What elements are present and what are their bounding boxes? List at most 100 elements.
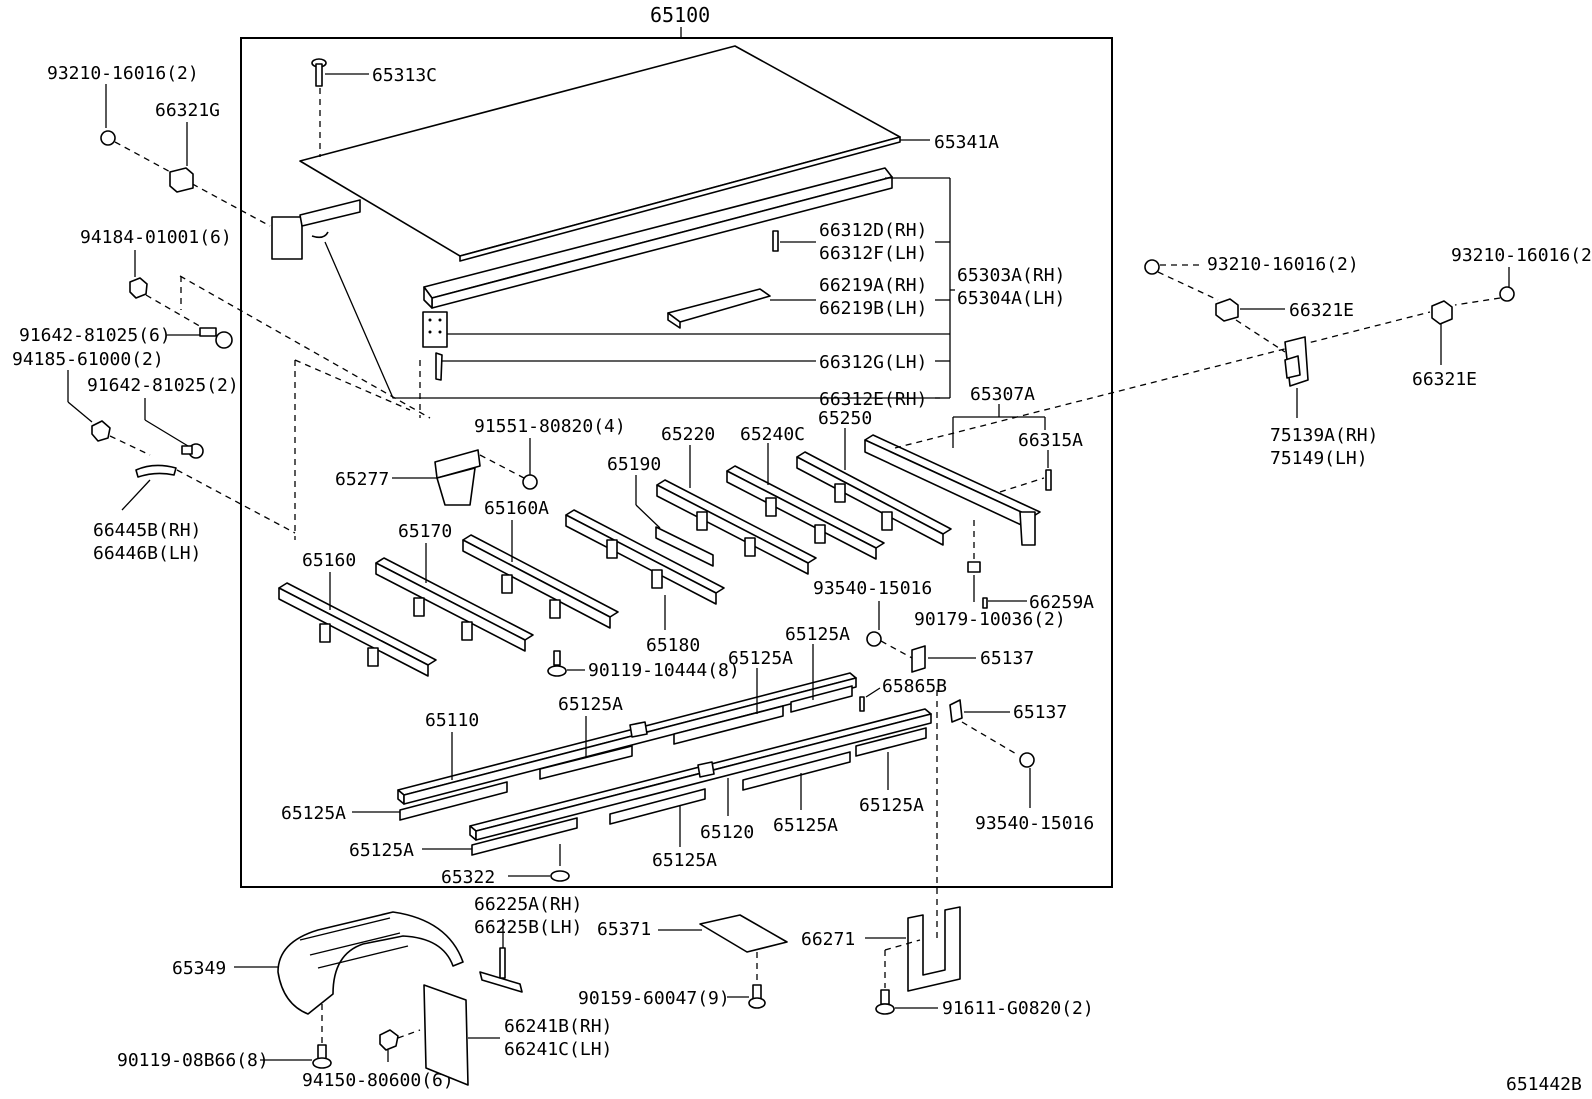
nut-94150	[379, 1029, 421, 1062]
block-66321E-a	[1215, 298, 1286, 353]
bar-65190	[635, 475, 714, 567]
crossmember-65160A	[462, 520, 619, 629]
label-93540-b: 93540-15016	[975, 813, 1094, 834]
label-66259A: 66259A	[1029, 592, 1094, 613]
label-66241B: 66241B(RH)	[504, 1016, 612, 1037]
label-65160: 65160	[302, 550, 356, 571]
label-66312G: 66312G(LH)	[819, 352, 927, 373]
mudguard-65349	[234, 911, 464, 1045]
label-75139A: 75139A(RH)	[1270, 425, 1378, 446]
label-65125A-6: 65125A	[773, 815, 838, 836]
label-93210-b: 93210-16016(2)	[1207, 254, 1359, 275]
crossmember-65220	[656, 445, 817, 575]
label-65277: 65277	[335, 469, 389, 490]
label-66271: 66271	[801, 929, 855, 950]
pin-66312D	[772, 230, 950, 252]
label-65120: 65120	[700, 822, 754, 843]
corner-bracket-left	[271, 199, 950, 399]
bolt-90119-a	[547, 650, 585, 677]
bracket-65137-b	[949, 699, 1019, 756]
pin-66259A	[982, 597, 1027, 609]
label-65349: 65349	[172, 958, 226, 979]
spacer-65125A-5	[422, 817, 578, 856]
crossmember-65250	[796, 428, 952, 546]
label-90119-b: 90119-08B66(8)	[117, 1050, 269, 1071]
bracket-66225A	[479, 919, 523, 993]
label-66321E-b: 66321E	[1412, 369, 1477, 390]
bracket-66271	[865, 906, 961, 992]
label-65190: 65190	[607, 454, 661, 475]
plate-65371	[658, 914, 788, 985]
label-66219A: 66219A(RH)	[819, 275, 927, 296]
label-66219B: 66219B(LH)	[819, 298, 927, 319]
diagram-id: 651442B	[1506, 1074, 1582, 1095]
label-65160A: 65160A	[484, 498, 549, 519]
label-65371: 65371	[597, 919, 651, 940]
label-65125A-7: 65125A	[859, 795, 924, 816]
bolt-93210-c	[1454, 267, 1515, 306]
label-91642-b: 91642-81025(2)	[87, 375, 239, 396]
bolt-90119-b	[260, 1044, 332, 1069]
assembly-frame	[240, 37, 1113, 888]
label-93210-a: 93210-16016(2)	[47, 63, 199, 84]
spacer-65125A-4	[790, 644, 853, 713]
spacer-65125A-6	[609, 788, 706, 847]
label-93540-a: 93540-15016	[813, 578, 932, 599]
label-65100: 65100	[650, 3, 710, 27]
label-65125A-5: 65125A	[349, 840, 414, 861]
label-66312D: 66312D(RH)	[819, 220, 927, 241]
clamp-66445B	[121, 464, 296, 534]
bolt-91551	[479, 454, 538, 490]
label-65125A-3: 65125A	[558, 694, 623, 715]
label-65304A: 65304A(LH)	[957, 288, 1065, 309]
hinge-75139A	[1284, 336, 1309, 418]
label-65220: 65220	[661, 424, 715, 445]
label-66321G: 66321G	[155, 100, 220, 121]
bolt-90179	[967, 520, 981, 602]
nut-94185	[91, 420, 151, 456]
label-90179: 90179-10036(2)	[914, 609, 1066, 630]
label-94185: 94185-61000(2)	[12, 349, 164, 370]
block-66321E-b	[1431, 300, 1453, 365]
bolt-93540-b	[1019, 752, 1035, 808]
label-90119-a: 90119-10444(8)	[588, 660, 740, 681]
label-65322: 65322	[441, 867, 495, 888]
label-66445B: 66445B(RH)	[93, 520, 201, 541]
label-66446B: 66446B(LH)	[93, 543, 201, 564]
label-66225B: 66225B(LH)	[474, 917, 582, 938]
sill-65110	[397, 672, 857, 805]
bracket-65277	[392, 449, 481, 506]
label-65125A-4: 65125A	[281, 803, 346, 824]
label-65125A-8: 65125A	[652, 850, 717, 871]
label-66225A: 66225A(RH)	[474, 894, 582, 915]
label-65240C: 65240C	[740, 424, 805, 445]
deck-board	[299, 45, 930, 262]
label-65125A-1: 65125A	[785, 624, 850, 645]
label-65125A-2: 65125A	[728, 648, 793, 669]
block-66321G	[169, 167, 194, 193]
label-91611: 91611-G0820(2)	[942, 998, 1094, 1019]
label-65170: 65170	[398, 521, 452, 542]
crossmember-65240C	[726, 443, 885, 560]
rear-crossmember-65307A	[864, 404, 1046, 546]
mudflap-66241B	[423, 984, 500, 1086]
bracket-66219A	[667, 288, 950, 329]
label-65307A: 65307A	[970, 384, 1035, 405]
label-66312E: 66312E(RH)	[819, 389, 927, 410]
label-65180: 65180	[646, 635, 700, 656]
label-94150: 94150-80600(6)	[302, 1070, 454, 1091]
bolt-91642-a	[199, 327, 233, 349]
label-65110: 65110	[425, 710, 479, 731]
spacer-65125A-8	[855, 727, 927, 790]
bolt-65322	[508, 844, 570, 882]
label-91642-a: 91642-81025(6)	[19, 325, 171, 346]
label-91551: 91551-80820(4)	[474, 416, 626, 437]
label-65865B: 65865B	[882, 676, 947, 697]
bolt-91611	[875, 989, 938, 1015]
screw-65313C	[311, 58, 369, 157]
label-93210-c: 93210-16016(2)	[1451, 245, 1592, 266]
label-65137-b: 65137	[1013, 702, 1067, 723]
crossmember-65170	[375, 543, 534, 652]
bolt-91642-b	[181, 443, 204, 459]
